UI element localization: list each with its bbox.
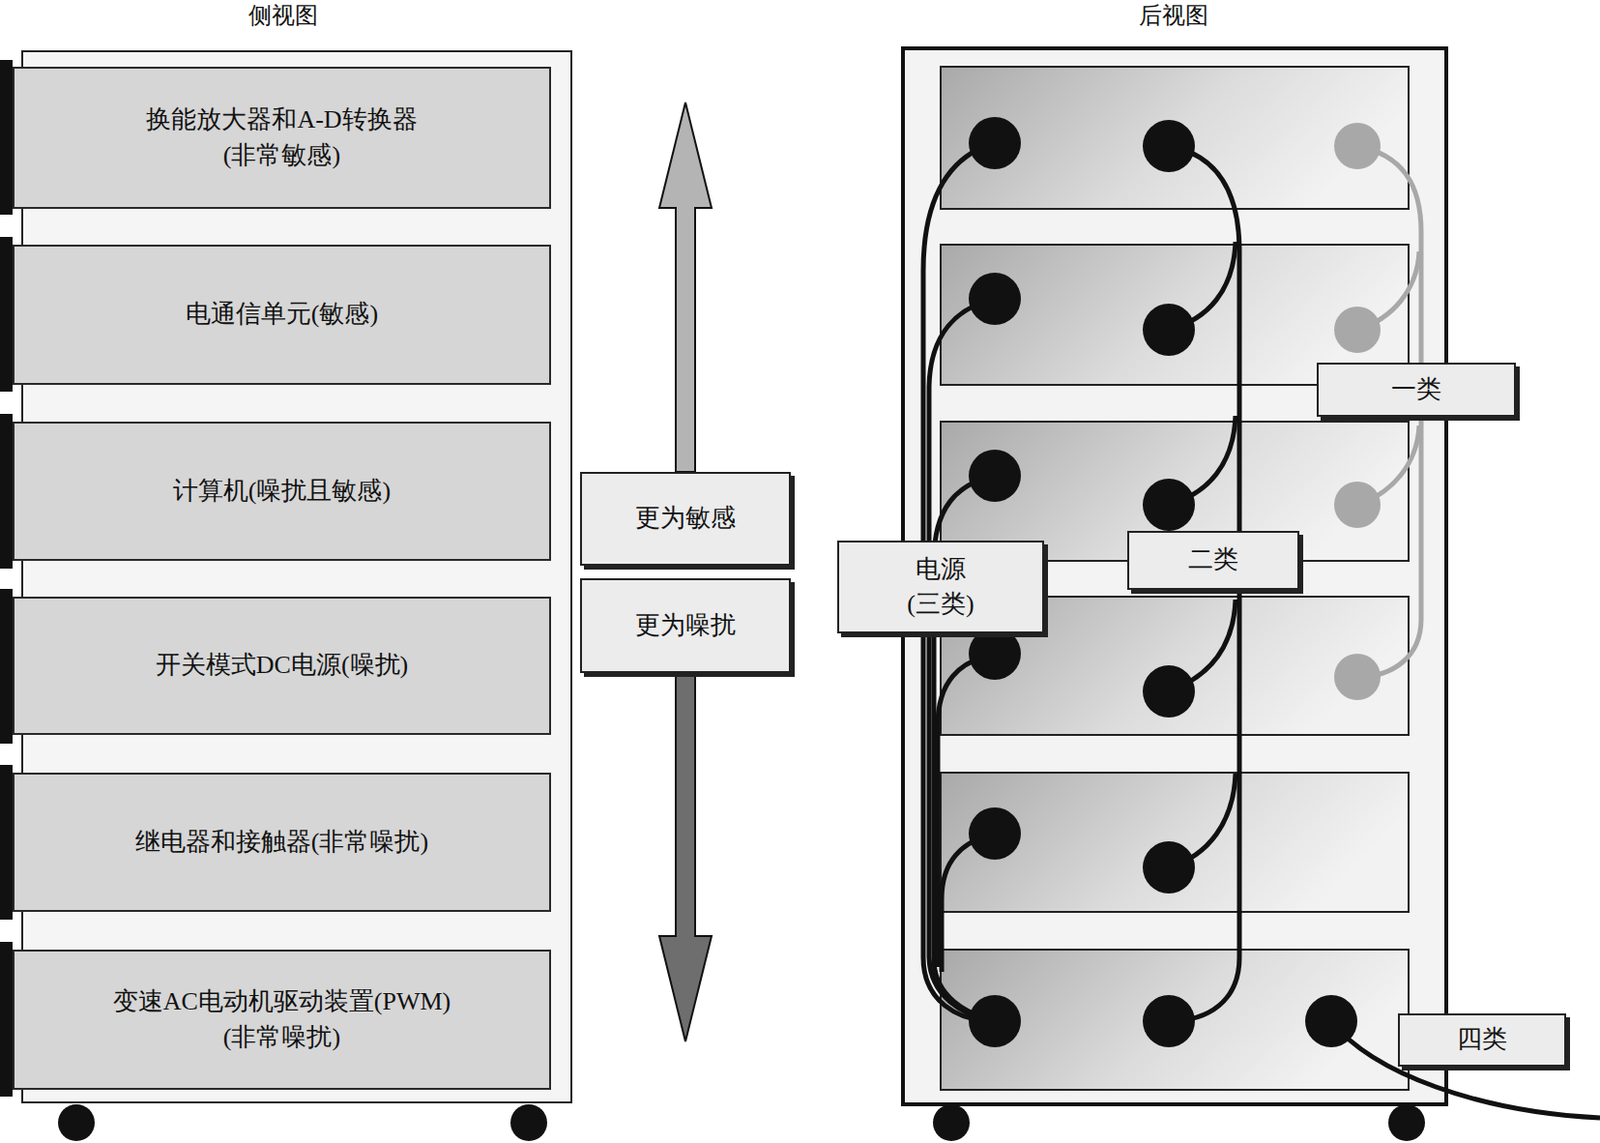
plug: [1142, 665, 1195, 718]
arrow-up: [659, 102, 712, 472]
plug: [968, 272, 1021, 325]
plug: [1142, 303, 1195, 356]
rear-shelf: [940, 66, 1409, 209]
node-text: 一类: [1391, 372, 1442, 408]
wheel: [58, 1104, 95, 1141]
equipment-shelf: 继电器和接触器(非常噪扰): [12, 772, 552, 912]
front-panel: [0, 764, 13, 920]
equipment-shelf: 电通信单元(敏感): [12, 244, 552, 385]
plug: [1142, 478, 1195, 531]
direction-label: 更为噪扰: [580, 578, 791, 673]
plug: [1305, 994, 1358, 1048]
plug: [1334, 481, 1381, 528]
plug: [1334, 306, 1381, 353]
node-text: 计算机(噪扰且敏感): [173, 473, 391, 509]
wheel: [1388, 1104, 1426, 1141]
equipment-shelf: 计算机(噪扰且敏感): [12, 421, 552, 561]
arrow-down: [659, 673, 712, 1042]
cable-class-tag: 二类: [1127, 530, 1300, 590]
node-text: 电通信单元(敏感): [185, 296, 379, 332]
view-title: 侧视图: [248, 0, 319, 31]
direction-label: 更为敏感: [580, 471, 791, 566]
plug: [968, 449, 1021, 502]
rear-shelf: [940, 949, 1409, 1090]
plug: [968, 116, 1021, 170]
plug: [1142, 119, 1195, 173]
wheel: [510, 1104, 548, 1141]
side-cabinet: [0, 51, 572, 1141]
cabinet-body: [22, 51, 572, 1103]
plug: [968, 994, 1021, 1048]
cable-class-tag: 一类: [1316, 362, 1516, 417]
equipment-shelf: 换能放大器和A-D转换器 (非常敏感): [12, 66, 552, 209]
front-panel: [0, 236, 13, 392]
node-text: 四类: [1456, 1021, 1508, 1057]
cable-class-tag: 电源 (三类): [837, 540, 1045, 634]
equipment-shelf: 开关模式DC电源(噪扰): [12, 596, 552, 735]
cable-class-tag: 四类: [1397, 1013, 1567, 1067]
plug: [1142, 841, 1195, 894]
node-text: 继电器和接触器(非常噪扰): [135, 824, 429, 860]
wheel: [932, 1104, 970, 1141]
front-panels: [0, 59, 13, 1097]
plug: [968, 807, 1021, 860]
node-text: 电源 (三类): [882, 552, 999, 623]
plug: [1334, 122, 1381, 170]
front-panel: [0, 59, 13, 215]
node-text: 二类: [1188, 542, 1239, 578]
node-text: 换能放大器和A-D转换器 (非常敏感): [122, 102, 442, 174]
double-arrow: [659, 102, 712, 1042]
rear-shelf: [940, 772, 1409, 912]
node-text: 开关模式DC电源(噪扰): [155, 647, 408, 683]
front-panel: [0, 413, 13, 569]
front-panel: [0, 588, 13, 744]
front-panel: [0, 941, 13, 1097]
node-text: 更为敏感: [635, 500, 736, 536]
node-text: 变速AC电动机驱动装置(PWM) (非常噪扰): [74, 984, 491, 1055]
plug: [1142, 994, 1195, 1048]
node-text: 更为噪扰: [635, 608, 736, 643]
plug: [1334, 653, 1381, 700]
equipment-shelf: 变速AC电动机驱动装置(PWM) (非常噪扰): [12, 949, 552, 1090]
plug: [968, 627, 1021, 680]
view-title: 后视图: [1138, 0, 1209, 31]
